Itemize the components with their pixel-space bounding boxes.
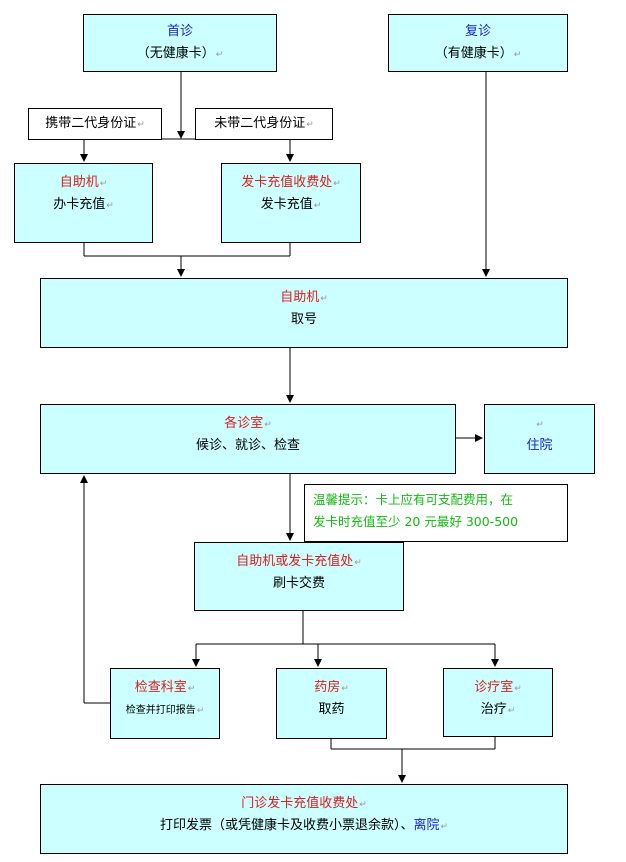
clinics-title: 各诊室 [224,416,264,431]
paragraph-mark: ↵ [513,50,522,60]
counter-issue-subtitle: 发卡充值 [260,197,313,212]
exam-dept-box: 检查科室↵ 检查并打印报告↵ [110,668,220,739]
counter-issue-title: 发卡充值收费处 [241,175,333,190]
paragraph-mark: ↵ [359,800,367,810]
paragraph-mark: ↵ [264,420,272,430]
clinics-box: 各诊室↵ 候诊、就诊、检查 [40,404,456,474]
without-id-card-box: 未带二代身份证↵ [195,108,333,140]
paragraph-mark: ↵ [341,684,349,694]
return-visit-subtitle: （有健康卡） [434,46,513,61]
billing-leave-text: 离院 [413,818,440,833]
hospitalize-box: ↵ 住院 [484,404,595,474]
paragraph-mark: ↵ [514,684,522,694]
paragraph-mark: ↵ [106,201,114,211]
paragraph-mark: ↵ [306,120,314,130]
treatment-title: 诊疗室 [474,680,514,695]
paragraph-mark: ↵ [99,179,108,189]
billing-title: 门诊发卡充值收费处 [241,796,359,811]
paragraph-mark: ↵ [354,558,362,568]
pharmacy-box: 药房↵ 取药 [276,668,387,739]
tip-line-1: 温馨提示：卡上应有可支配费用，在 [313,492,514,507]
paragraph-mark: ↵ [137,120,145,130]
billing-subtitle: 打印发票（或凭健康卡及收费小票退余款）、 [159,818,414,833]
paragraph-mark: ↵ [215,50,224,60]
first-visit-subtitle: （无健康卡） [136,46,215,61]
tip-box: 温馨提示：卡上应有可支配费用，在 发卡时充值至少 20 元最好 300-500 [304,484,568,542]
paragraph-mark: ↵ [320,294,328,304]
paragraph-mark: ↵ [313,201,322,211]
paragraph-mark: ↵ [440,822,449,832]
kiosk-issue-box: 自助机↵ 办卡充值↵ [14,163,153,243]
payment-box: 自助机或发卡充值处↵ 刷卡交费 [194,542,404,611]
payment-subtitle: 刷卡交费 [272,576,325,591]
kiosk-ticket-title: 自助机 [280,290,320,305]
return-visit-box: 复诊 （有健康卡）↵ [388,14,568,72]
pharmacy-subtitle: 取药 [318,702,345,717]
without-id-card-label: 未带二代身份证 [214,116,306,131]
counter-issue-box: 发卡充值收费处↵ 发卡充值↵ [221,163,361,243]
kiosk-issue-subtitle: 办卡充值 [53,197,106,212]
exam-dept-subtitle: 检查并打印报告 [125,705,196,716]
paragraph-mark: ↵ [333,179,341,189]
treatment-subtitle: 治疗 [480,702,507,717]
clinics-subtitle: 候诊、就诊、检查 [195,438,300,453]
kiosk-ticket-box: 自助机↵ 取号 [40,278,568,348]
with-id-card-box: 携带二代身份证↵ [28,108,162,140]
return-visit-title: 复诊 [464,24,491,39]
exam-dept-title: 检查科室 [134,680,187,695]
paragraph-mark: ↵ [536,420,544,430]
hospitalize-title: 住院 [526,438,553,453]
paragraph-mark: ↵ [187,684,196,694]
paragraph-mark: ↵ [196,706,205,716]
kiosk-ticket-subtitle: 取号 [290,312,317,327]
billing-box: 门诊发卡充值收费处↵ 打印发票（或凭健康卡及收费小票退余款）、离院↵ [40,784,568,854]
kiosk-issue-title: 自助机 [59,175,99,190]
treatment-box: 诊疗室↵ 治疗↵ [443,668,553,737]
payment-title: 自助机或发卡充值处 [236,554,354,569]
paragraph-mark: ↵ [507,706,516,716]
tip-line-2: 发卡时充值至少 20 元最好 300-500 [313,514,519,529]
with-id-card-label: 携带二代身份证 [45,116,137,131]
first-visit-box: 首诊 （无健康卡）↵ [83,14,277,72]
first-visit-title: 首诊 [166,24,193,39]
pharmacy-title: 药房 [314,680,341,695]
